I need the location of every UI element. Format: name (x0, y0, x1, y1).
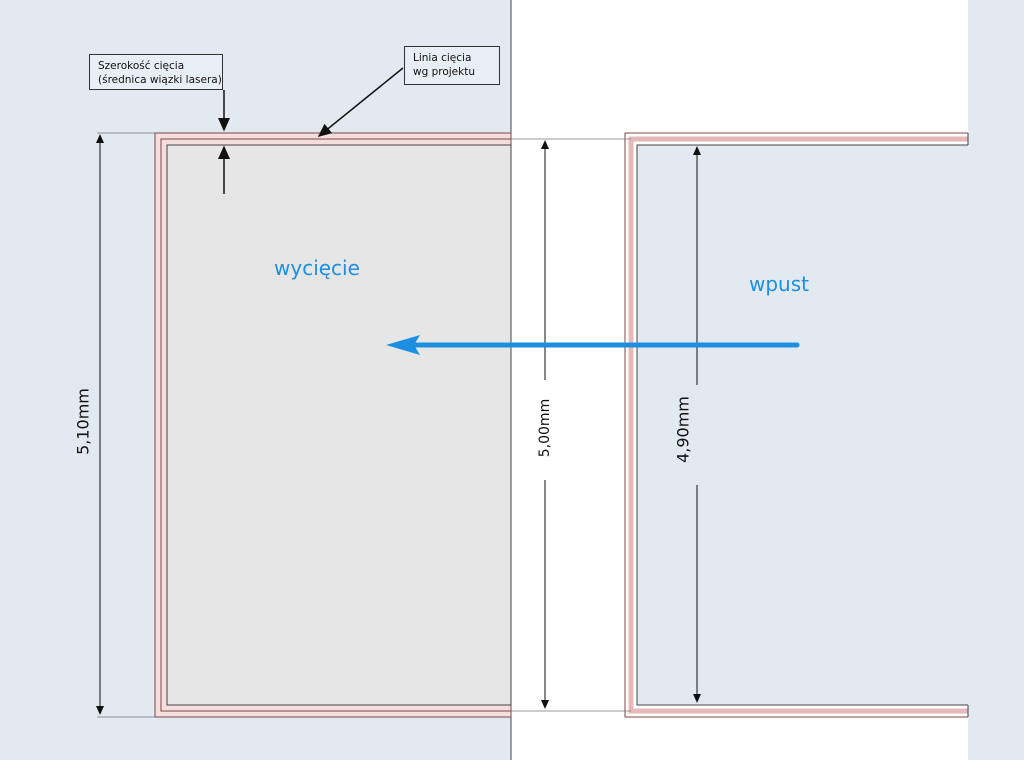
cut-line-callout-arrow (317, 67, 404, 137)
slot-shape (624, 132, 969, 718)
dimension-nominal-label: 5,00mm (537, 398, 553, 458)
cutout-shape (154, 132, 512, 718)
insertion-arrow-icon (386, 335, 800, 355)
dimension-outer (68, 132, 155, 718)
kerf-width-callout-line1: Szerokość cięcia (98, 60, 185, 72)
dimension-outer-label: 5,10mm (73, 388, 93, 455)
cut-line-callout: Linia cięcia wg projektu (404, 46, 500, 85)
kerf-width-callout: Szerokość cięcia (średnica wiązki lasera… (89, 54, 223, 90)
dimension-nominal (533, 140, 557, 709)
cut-line-callout-line2: wg projektu (413, 66, 475, 78)
cut-line-callout-line1: Linia cięcia (413, 52, 472, 64)
right-background (968, 0, 1024, 760)
slot-label: wpust (749, 272, 809, 296)
dimension-inner (670, 146, 701, 703)
cutout-label: wycięcie (274, 256, 360, 280)
dimension-inner-label: 4,90mm (673, 396, 693, 463)
kerf-width-callout-line2: (średnica wiązki lasera) (98, 74, 222, 86)
